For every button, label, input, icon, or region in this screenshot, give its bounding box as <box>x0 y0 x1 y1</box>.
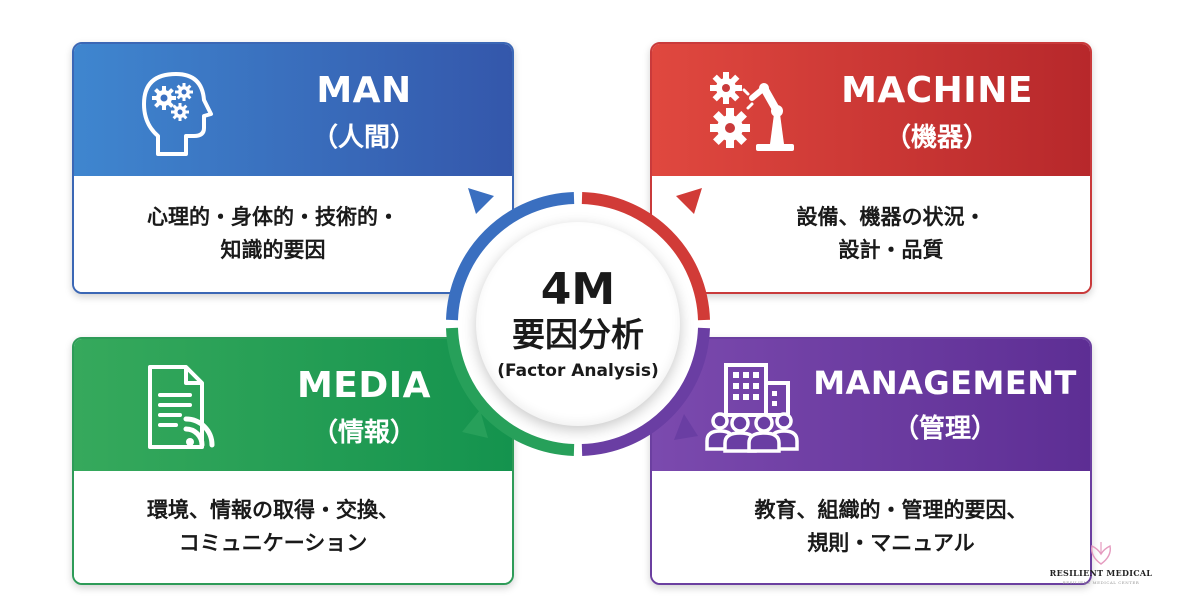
card-man-description: 心理的・身体的・技術的・ 知識的要因 <box>74 176 512 292</box>
card-media-description-line: コミュニケーション <box>178 531 368 555</box>
flower-logo-icon <box>1091 542 1111 565</box>
card-machine-subtitle: （機器） <box>884 123 989 154</box>
card-media-title: MEDIA <box>296 365 432 406</box>
head-gears-icon <box>134 66 214 160</box>
card-man: MAN （人間） 心理的・身体的・技術的・ 知識的要因 <box>72 42 514 294</box>
center-english: (Factor Analysis) <box>497 360 659 381</box>
logo: RESILIENT MEDICAL RESILIENT MEDICAL CENT… <box>1036 540 1166 590</box>
card-man-description-line: 心理的・身体的・技術的・ <box>147 205 399 230</box>
card-management-header: MANAGEMENT （管理） <box>652 339 1090 471</box>
building-people-icon <box>704 361 800 457</box>
card-media-titles: MEDIA （情報） <box>259 365 469 449</box>
card-media-header: MEDIA （情報） <box>74 339 512 471</box>
card-media-subtitle: （情報） <box>311 418 416 449</box>
card-machine-description: 設備、機器の状況・ 設計・品質 <box>652 176 1090 292</box>
card-media-description: 環境、情報の取得・交換、 コミュニケーション <box>74 471 512 583</box>
card-management-titles: MANAGEMENT （管理） <box>810 365 1080 445</box>
card-man-header: MAN （人間） <box>74 44 512 176</box>
card-machine-titles: MACHINE （機器） <box>817 70 1057 154</box>
card-machine-description-line: 設備、機器の状況・ <box>796 205 986 230</box>
card-management-description-line: 規則・マニュアル <box>807 531 975 555</box>
card-machine-description-line: 設計・品質 <box>838 238 944 262</box>
gears-robot-arm-icon <box>704 66 804 160</box>
center-title: 4M <box>540 264 616 316</box>
card-man-titles: MAN （人間） <box>264 70 464 154</box>
card-man-description-line: 知識的要因 <box>220 238 326 262</box>
card-machine: MACHINE （機器） 設備、機器の状況・ 設計・品質 <box>650 42 1092 294</box>
card-management-title: MANAGEMENT <box>813 364 1077 402</box>
card-management-description: 教育、組織的・管理的要因、 規則・マニュアル <box>652 471 1090 583</box>
card-machine-title: MACHINE <box>841 70 1033 111</box>
logo-name: RESILIENT MEDICAL <box>1049 568 1153 578</box>
card-management-subtitle: （管理） <box>892 413 997 444</box>
center-subtitle: 要因分析 <box>512 315 644 355</box>
card-management: MANAGEMENT （管理） 教育、組織的・管理的要因、 規則・マニュアル <box>650 337 1092 585</box>
card-machine-header: MACHINE （機器） <box>652 44 1090 176</box>
center-circle: 4M 要因分析 (Factor Analysis) <box>476 222 680 426</box>
card-man-subtitle: （人間） <box>311 123 416 154</box>
document-signal-icon <box>140 363 230 457</box>
card-man-title: MAN <box>316 70 412 111</box>
card-media: MEDIA （情報） 環境、情報の取得・交換、 コミュニケーション <box>72 337 514 585</box>
card-media-description-line: 環境、情報の取得・交換、 <box>147 498 399 523</box>
logo-tagline: RESILIENT MEDICAL CENTER <box>1062 580 1140 585</box>
card-management-description-line: 教育、組織的・管理的要因、 <box>754 498 1028 523</box>
